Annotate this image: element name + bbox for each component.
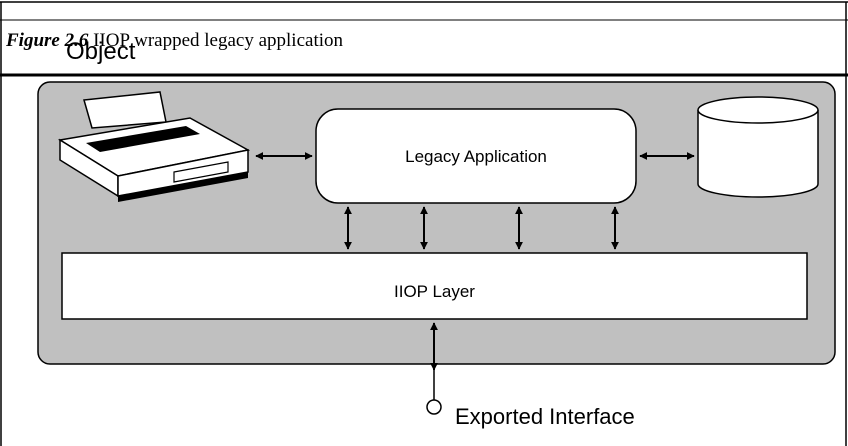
database-icon [697,96,819,198]
interface-lollipop-icon [426,399,442,415]
figure-caption: Figure 2.6 IIOP wrapped legacy applicati… [6,30,343,52]
figure-number: Figure 2.6 [6,30,89,51]
iiop-layer-label: IIOP Layer [394,282,475,301]
legacy-application-box [315,108,637,204]
printer-icon [57,91,251,202]
legacy-application-label: Legacy Application [405,147,547,166]
exported-interface-label: Exported Interface [455,404,635,429]
object-label: Object [66,38,136,65]
figure-title: IIOP wrapped legacy application [88,30,344,51]
iiop-layer-box [61,252,808,320]
